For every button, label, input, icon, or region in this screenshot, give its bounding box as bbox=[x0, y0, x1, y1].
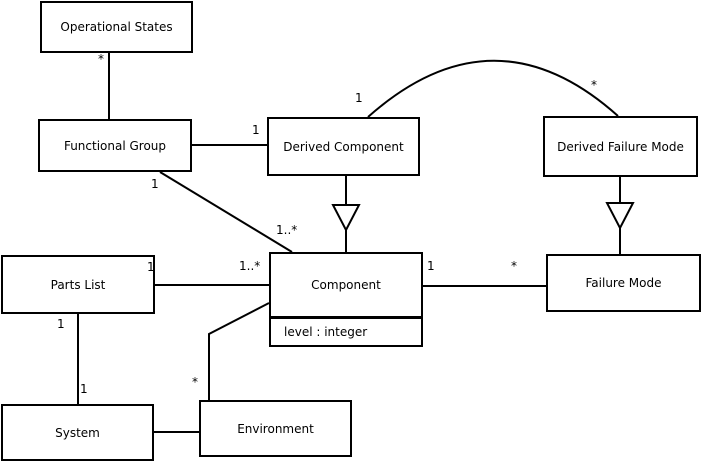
multiplicity-component-right-end: 1 bbox=[427, 259, 435, 273]
class-functional-group[interactable]: Functional Group bbox=[38, 119, 192, 172]
multiplicity-system-end: 1 bbox=[80, 382, 88, 396]
multiplicity-arc-derived-component-end: 1 bbox=[355, 91, 363, 105]
class-name-label: Operational States bbox=[60, 20, 173, 34]
multiplicity-functional-group-end: 1 bbox=[151, 177, 159, 191]
multiplicity-operational-states-end: * bbox=[98, 52, 104, 66]
class-name-label: Environment bbox=[237, 421, 314, 436]
multiplicity-derived-component-left-end: 1 bbox=[252, 123, 260, 137]
multiplicity-parts-list-right-end: 1 bbox=[147, 260, 155, 274]
multiplicity-component-left-end: 1..* bbox=[239, 259, 261, 273]
class-name-label: System bbox=[55, 425, 100, 440]
multiplicity-environment-end: * bbox=[192, 375, 198, 389]
class-name-label: Functional Group bbox=[63, 138, 167, 153]
edge-functional-group-component bbox=[159, 171, 293, 253]
class-name-label: Component bbox=[271, 254, 421, 319]
class-attribute-label: level : integer bbox=[284, 325, 368, 339]
class-parts-list[interactable]: Parts List bbox=[1, 255, 155, 314]
class-name-label: Failure Mode bbox=[585, 276, 662, 290]
edge-component-environment bbox=[208, 302, 270, 400]
generalization-triangle-icon bbox=[605, 202, 635, 231]
class-component[interactable]: Component level : integer bbox=[269, 252, 423, 347]
class-derived-failure-mode[interactable]: Derived Failure Mode bbox=[543, 116, 698, 177]
class-system[interactable]: System bbox=[1, 404, 154, 461]
class-name-label: Derived Failure Mode bbox=[557, 139, 684, 154]
edge-derived-component-derived-failure-mode-arc bbox=[367, 59, 619, 118]
multiplicity-component-top-left-end: 1..* bbox=[276, 223, 298, 237]
class-name-label: Parts List bbox=[50, 277, 106, 292]
class-name-label: Derived Component bbox=[283, 139, 404, 154]
multiplicity-failure-mode-end: * bbox=[511, 259, 517, 273]
multiplicity-parts-list-bottom-end: 1 bbox=[57, 317, 65, 331]
class-operational-states[interactable]: Operational States bbox=[40, 1, 193, 53]
multiplicity-arc-derived-failure-mode-end: * bbox=[591, 78, 597, 92]
class-failure-mode[interactable]: Failure Mode bbox=[546, 254, 701, 312]
class-derived-component[interactable]: Derived Component bbox=[267, 117, 420, 176]
generalization-triangle-icon bbox=[331, 204, 361, 233]
class-environment[interactable]: Environment bbox=[199, 400, 352, 457]
